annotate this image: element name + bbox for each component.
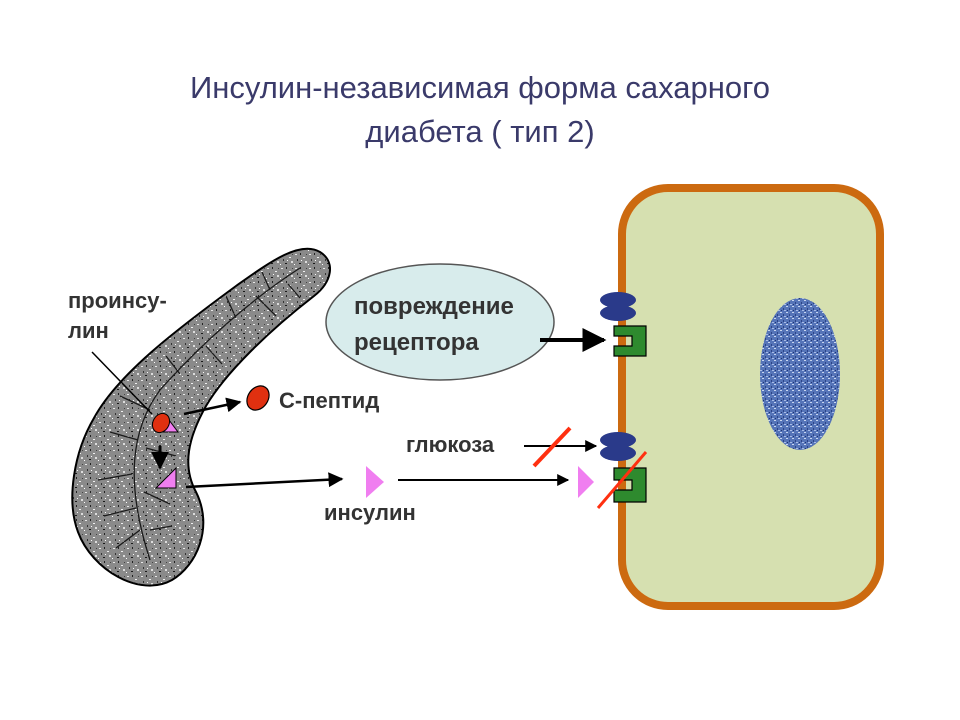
proinsulin-c-peptide-icon xyxy=(151,412,171,434)
slide-title: Инсулин-независимая форма сахарного диаб… xyxy=(0,66,960,154)
insulin-molecule-icon xyxy=(366,466,384,498)
proinsulin-pointer xyxy=(91,351,153,415)
glucose-label: глюкоза xyxy=(406,432,495,457)
insulin-in-pancreas-icon xyxy=(154,466,177,489)
glucose-block-mark xyxy=(532,426,572,468)
target-cell xyxy=(618,184,884,610)
proinsulin-label-line1: проинсу- xyxy=(68,288,167,313)
receptor-damage-line1: повреждение xyxy=(354,293,514,320)
title-line-1: Инсулин-независимая форма сахарного xyxy=(189,70,770,105)
insulin-label: инсулин xyxy=(324,500,416,525)
insulin-at-receptor-icon xyxy=(578,466,594,498)
c-peptide-icon xyxy=(246,385,270,411)
receptor-top xyxy=(600,292,647,357)
pancreas xyxy=(71,247,331,587)
c-peptide-label: С-пептид xyxy=(279,388,379,413)
receptor-damage-line2: рецептора xyxy=(354,329,479,356)
c-peptide-arrow xyxy=(183,397,242,416)
proinsulin-label-line2: лин xyxy=(68,318,109,343)
insulin-release-arrow xyxy=(185,472,344,489)
pancreas-ducts xyxy=(97,267,301,561)
insulin-block-mark xyxy=(596,451,648,509)
title-line-2: диабета ( тип 2) xyxy=(365,114,595,149)
receptor-damage-callout xyxy=(325,263,555,381)
cell-nucleus xyxy=(760,298,840,450)
